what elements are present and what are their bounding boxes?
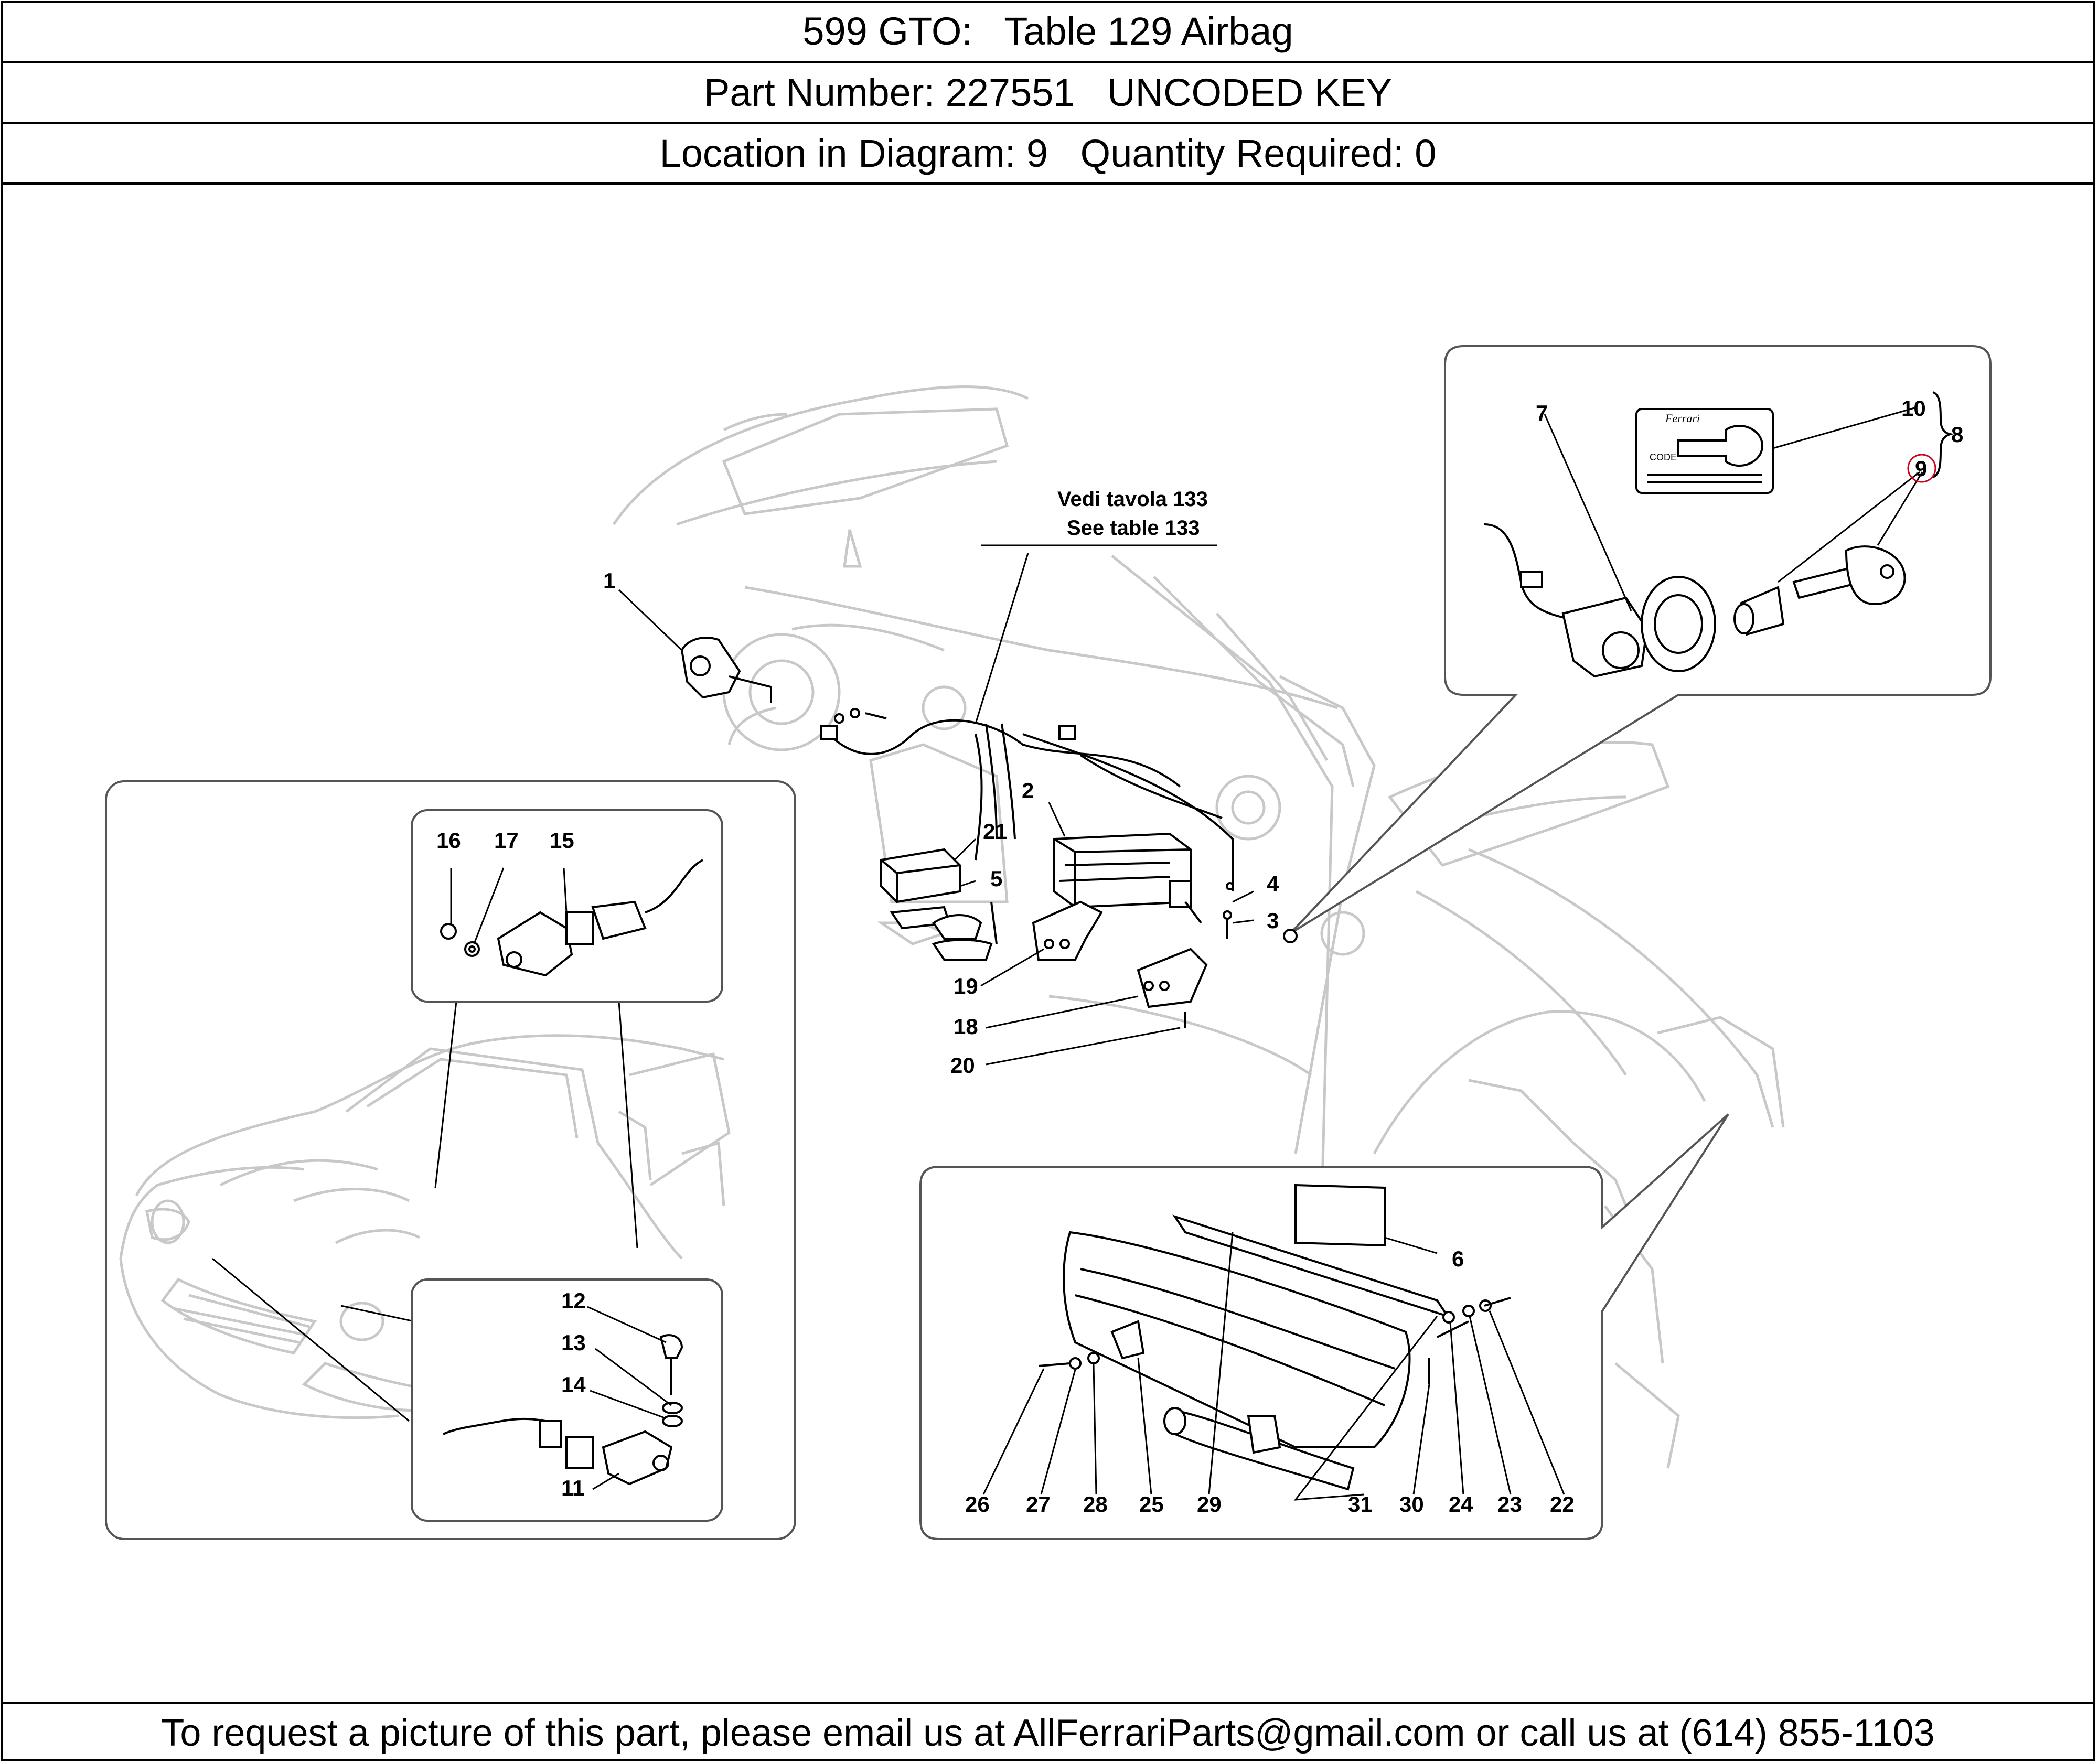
inset-front-sensor-lower [411,1278,723,1522]
wiring-harness [820,719,1234,891]
clock-spring-part-1 [680,637,887,724]
label-30: 30 [1399,1492,1424,1516]
label-14: 14 [561,1372,586,1397]
label-8: 8 [1951,422,1963,447]
inset-key-lock: CODE Ferrari [1283,345,1992,943]
label-6: 6 [1452,1246,1464,1271]
see-table-note-it: Vedi tavola 133 [1057,488,1208,511]
label-26: 26 [965,1492,990,1516]
cabin-background-drawing [612,385,1785,1469]
part-number: Part Number: 227551 UNCODED KEY [704,70,1392,114]
label-3: 3 [1267,908,1279,933]
key-tag-code-text: CODE [1650,452,1677,462]
header-divider [1,61,2095,63]
header-divider [1,182,2095,185]
label-20: 20 [950,1053,975,1078]
label-13: 13 [561,1330,586,1355]
label-10: 10 [1901,396,1926,421]
highlight-circle-9 [1907,454,1936,483]
label-29: 29 [1197,1492,1222,1516]
passenger-airbag-module-part-2 [1053,832,1202,924]
label-21: 21 [983,819,1008,844]
see-table-note-en: See table 133 [1067,517,1200,540]
inset-front-sensor-upper [411,809,723,1003]
footer-divider [1,1702,2095,1704]
control-unit-part-21 [880,848,998,961]
brackets-parts-18-19 [1032,882,1234,1028]
label-24: 24 [1449,1492,1473,1516]
label-5: 5 [990,866,1002,891]
label-9: 9 [1915,456,1927,481]
label-28: 28 [1083,1492,1108,1516]
label-11: 11 [561,1476,584,1500]
label-17: 17 [494,828,519,853]
page-title: 599 GTO: Table 129 Airbag [802,9,1293,53]
inset-airbag-exploded [919,1113,1729,1540]
label-23: 23 [1497,1492,1522,1516]
main-leader-lines [618,544,1254,1066]
label-31: 31 [1348,1492,1373,1516]
label-25: 25 [1139,1492,1164,1516]
label-18: 18 [954,1014,978,1039]
label-19: 19 [954,974,978,998]
label-12: 12 [561,1288,586,1313]
label-2: 2 [1022,778,1034,803]
label-27: 27 [1026,1492,1051,1516]
label-4: 4 [1267,872,1279,896]
label-15: 15 [550,828,574,853]
label-7: 7 [1536,401,1548,425]
contact-footer: To request a picture of this part, pleas… [161,1712,1935,1754]
key-tag-brand-text: Ferrari [1665,412,1700,425]
label-1: 1 [603,568,615,593]
header-divider [1,122,2095,124]
location-quantity: Location in Diagram: 9 Quantity Required… [659,131,1437,175]
label-22: 22 [1550,1492,1575,1516]
label-16: 16 [436,828,461,853]
